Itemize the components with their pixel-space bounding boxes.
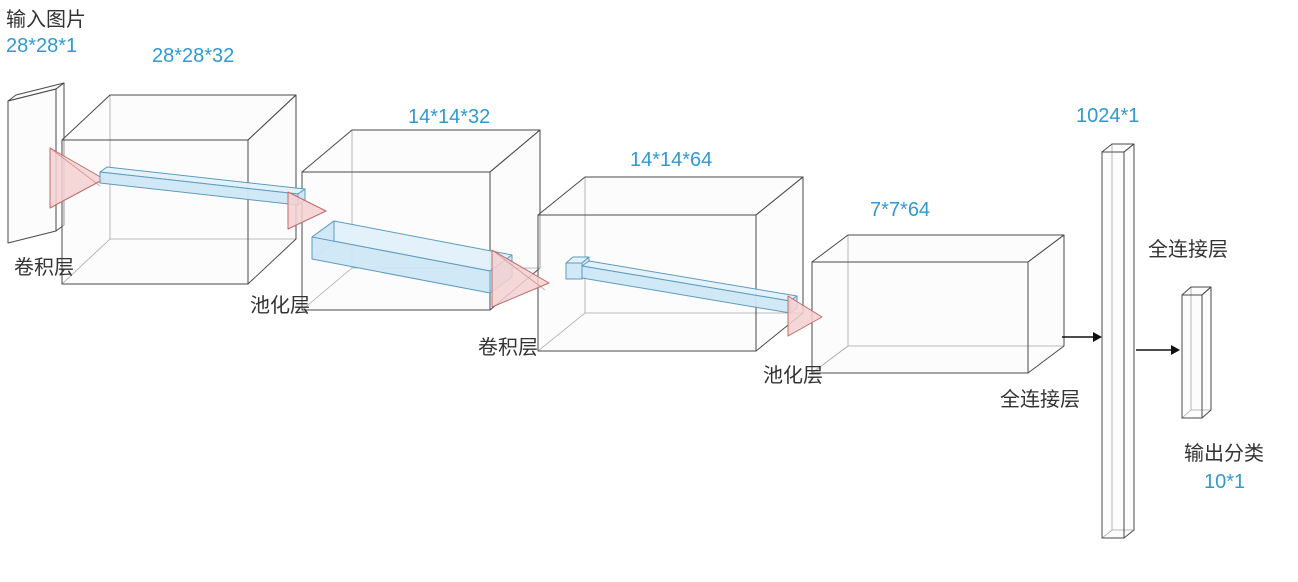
fc2-arrow-head: [1171, 345, 1180, 355]
conv2-bar-and-cone: [565, 256, 823, 337]
conv1-box-front-face: [61, 139, 249, 285]
pool1-dims-label: 14*14*32: [408, 106, 491, 128]
fc1-box-right-face: [1123, 143, 1135, 539]
conv1-kernel-and-bar: [49, 147, 327, 230]
input-dims-label: 28*28*1: [6, 35, 78, 57]
fc1-dims-label: 1024*1: [1076, 105, 1140, 127]
fc2-arrow: [1136, 345, 1180, 355]
conv2-dims-label: 14*14*64: [630, 149, 713, 171]
conv1-output-box: [61, 94, 297, 285]
pool2-dims-label: 7*7*64: [870, 199, 931, 221]
output-box-right-face: [1201, 286, 1212, 419]
fc1-arrow: [1062, 332, 1102, 342]
conv1-kernel-facet-line: [49, 147, 101, 187]
input-layer-label: 输入图片: [6, 9, 86, 31]
pool2-op-label: 池化层: [763, 365, 823, 387]
conv2-op-label: 卷积层: [478, 337, 538, 359]
output-dims-label: 10*1: [1204, 471, 1246, 493]
fc1-box-front-face: [1101, 151, 1125, 539]
pool2-box-front-face: [811, 261, 1029, 374]
output-vector-box: [1181, 286, 1212, 419]
conv1-kernel-cone-icon: [49, 147, 105, 209]
pool1-slab-and-cone: [311, 220, 550, 308]
pool2-output-box: [811, 234, 1065, 374]
conv2-kernel-facet-line: [491, 249, 546, 291]
fc1-arrow-head: [1093, 332, 1102, 342]
conv1-op-label: 卷积层: [14, 257, 74, 279]
fc1-vector-box: [1101, 143, 1135, 539]
fc2-op-label: 全连接层: [1148, 239, 1228, 261]
conv2-kernel-cone-icon: [491, 249, 550, 308]
pool2-cone-icon: [787, 295, 823, 337]
pool2-box-top-face: [811, 234, 1065, 263]
output-box-front-face: [1181, 294, 1203, 419]
feature-cube-2-front-face: [565, 262, 583, 280]
output-layer-label: 输出分类: [1184, 443, 1264, 465]
input-plane-front-face: [7, 88, 57, 244]
conv1-output-cone-icon: [287, 191, 327, 230]
fc1-op-label: 全连接层: [1000, 389, 1080, 411]
conv1-dims-label: 28*28*32: [152, 45, 235, 67]
pool1-op-label: 池化层: [250, 295, 310, 317]
